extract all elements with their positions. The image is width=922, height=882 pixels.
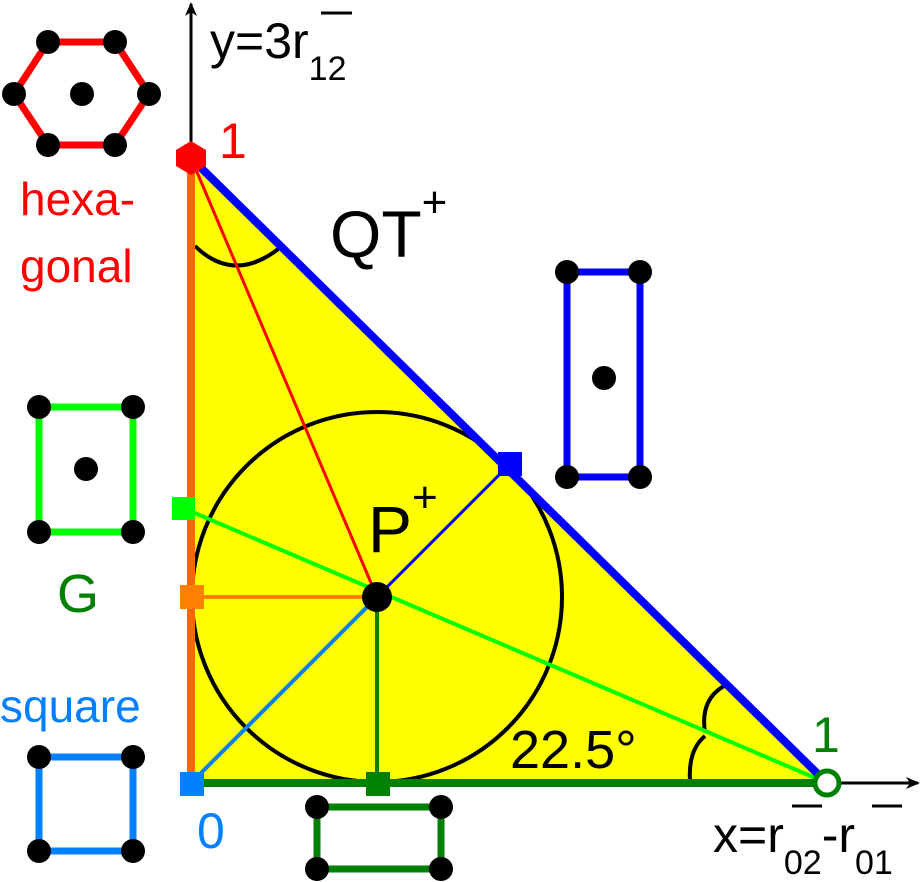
line-hexagonal xyxy=(189,157,379,598)
hexagonal-lattice-icon xyxy=(2,30,161,157)
line-square xyxy=(189,595,379,785)
angle-arc-right-2 xyxy=(687,734,707,782)
angle-arc-right-1 xyxy=(702,684,726,733)
region-label-qt-plus: QT+ xyxy=(330,178,447,271)
square-label: square xyxy=(0,680,141,732)
hexagonal-label-line1: hexa- xyxy=(20,173,135,225)
marker-square-origin xyxy=(180,772,204,796)
point-label-p-plus: P+ xyxy=(368,473,438,566)
line-centered-green xyxy=(182,506,828,785)
x-axis-label: x=r02-r01 xyxy=(713,807,893,882)
tall-centered-rectangular-lattice-icon xyxy=(555,260,652,489)
angle-label: 22.5° xyxy=(510,720,637,780)
square-lattice-icon xyxy=(27,745,145,863)
centered-label-g: G xyxy=(57,564,99,624)
rectangular-lattice-icon xyxy=(305,795,453,881)
marker-open-right xyxy=(812,768,842,798)
centered-rectangular-lattice-icon xyxy=(27,395,145,544)
top-vertex-value: 1 xyxy=(219,113,247,169)
marker-orange xyxy=(180,585,204,609)
marker-centered-green xyxy=(172,497,195,520)
y-axis-label: y=3r12 xyxy=(210,13,347,88)
hexagonal-label-line2: gonal xyxy=(20,240,133,292)
marker-blue-hypotenuse xyxy=(498,452,522,476)
marker-darkgreen-bottom xyxy=(366,772,390,796)
origin-value: 0 xyxy=(197,803,225,859)
right-vertex-value: 1 xyxy=(812,707,840,763)
point-p-plus xyxy=(362,582,392,612)
line-blue xyxy=(375,462,512,599)
hexagon-marker-top xyxy=(176,141,206,175)
